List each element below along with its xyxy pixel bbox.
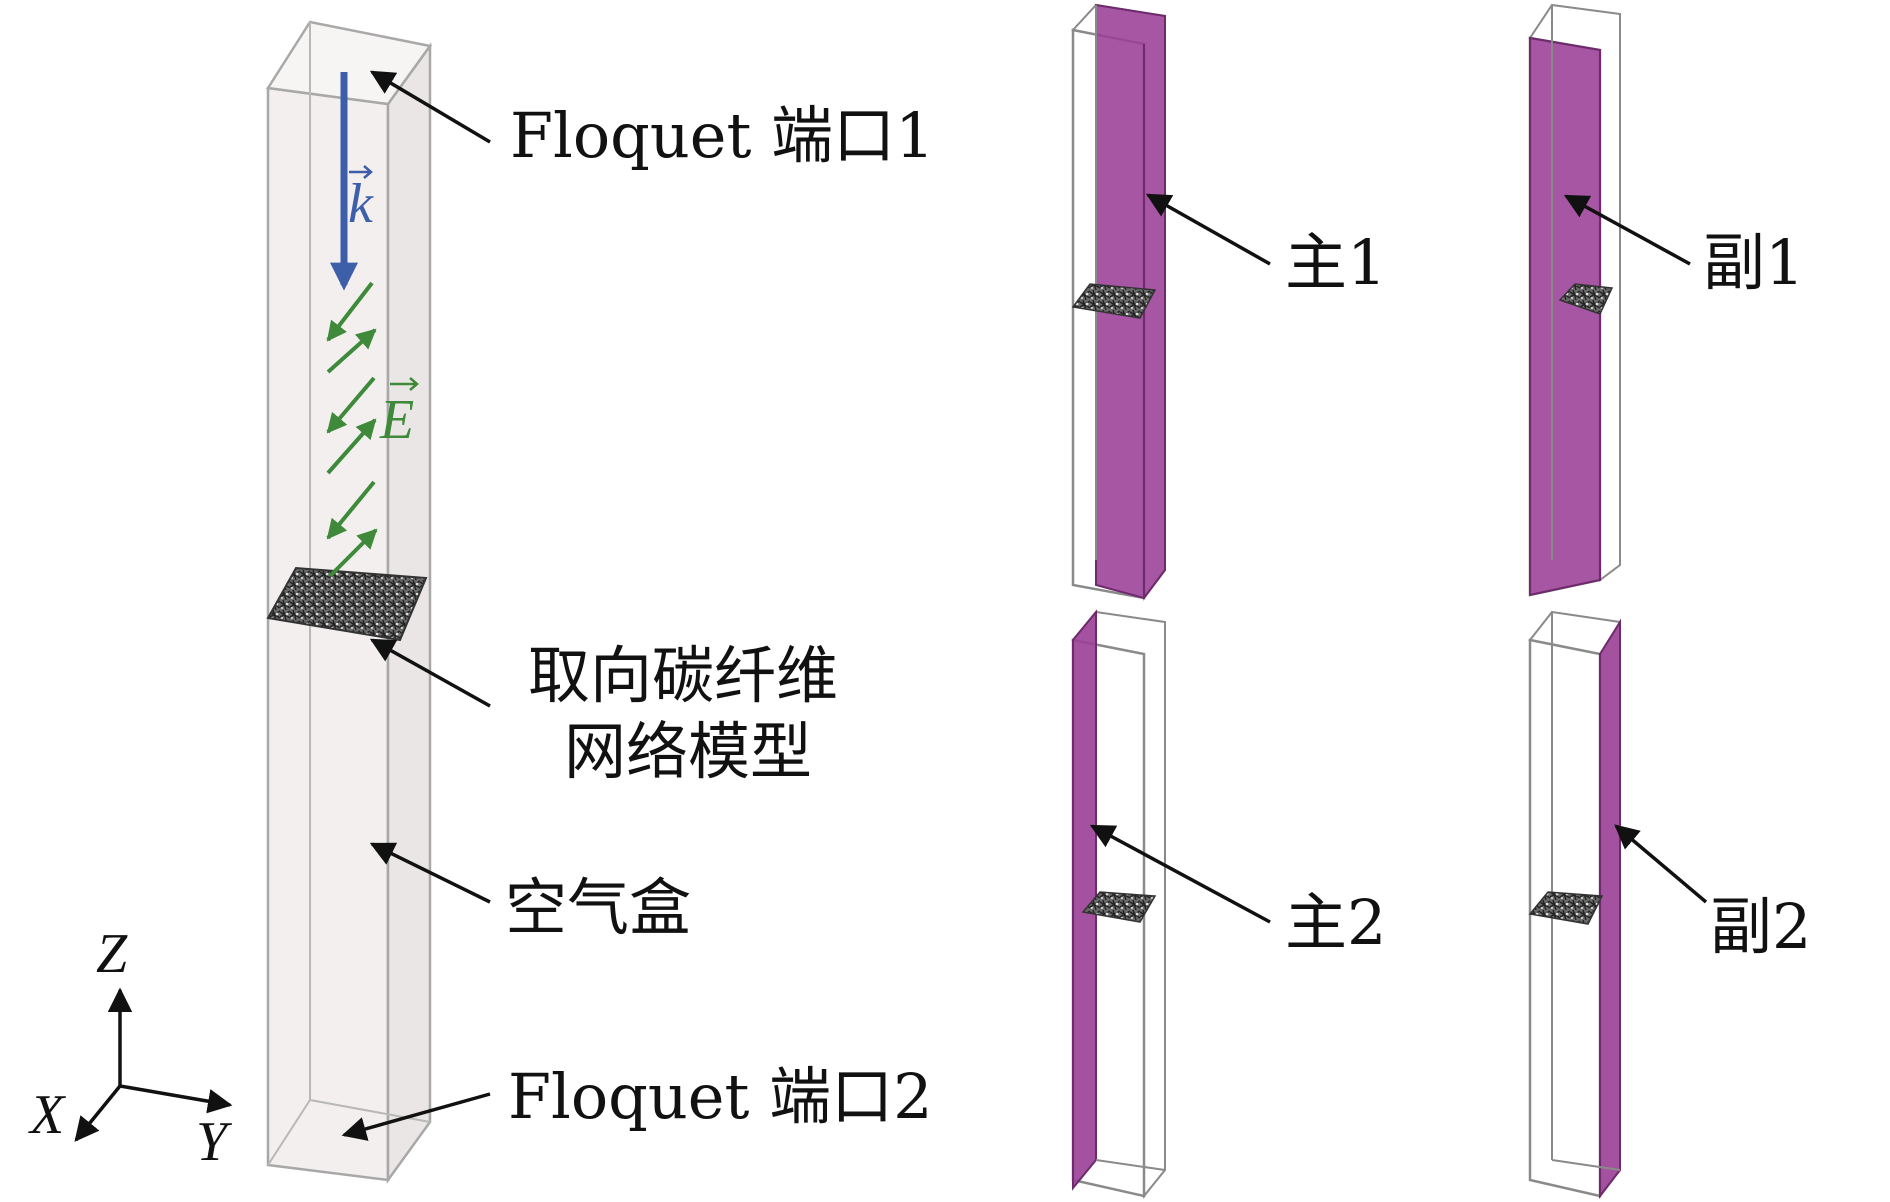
- slave2-mesh: [1528, 891, 1604, 925]
- model-leader: [369, 638, 491, 708]
- master1-leader: [1145, 193, 1271, 266]
- master1-label: 主1: [1285, 226, 1386, 299]
- air-box-leader: [369, 842, 491, 904]
- coordinate-axes: [74, 987, 233, 1142]
- axis-z-label: Z: [96, 923, 128, 985]
- slave1-leader: [1563, 194, 1691, 266]
- port1-leader: [369, 70, 491, 144]
- master1-box: [1071, 3, 1166, 601]
- axis-x-label: X: [28, 1084, 67, 1146]
- master2-mesh: [1081, 891, 1157, 923]
- master2-box: [1071, 609, 1166, 1199]
- model-label-line1: 取向碳纤维: [528, 639, 838, 712]
- air-box-bottom-left-edge: [267, 1099, 311, 1166]
- carbon-fiber-network-mesh: [266, 566, 428, 642]
- port1-label: Floquet 端口1: [510, 99, 935, 172]
- e-field-arrows: [326, 281, 378, 578]
- master2-label: 主2: [1285, 886, 1386, 959]
- slave2-wall: [1599, 618, 1621, 1199]
- model-label-line2: 网络模型: [564, 715, 812, 788]
- slave1-wall: [1529, 36, 1601, 597]
- master2-leader: [1089, 824, 1271, 924]
- port2-leader: [341, 1092, 491, 1141]
- slave2-box: [1528, 610, 1621, 1199]
- air-box-bottom-back-edge: [309, 1099, 431, 1123]
- air-box-label: 空气盒: [505, 871, 691, 944]
- axis-y-label: Y: [196, 1111, 233, 1173]
- slave1-mesh: [1558, 283, 1614, 315]
- slave2-leader: [1614, 824, 1708, 904]
- port2-label: Floquet 端口2: [508, 1060, 933, 1133]
- e-field-symbol: E: [379, 389, 414, 451]
- slave1-label: 副1: [1703, 226, 1804, 299]
- master1-mesh: [1071, 283, 1157, 319]
- slave1-box: [1528, 3, 1621, 597]
- wave-vector-symbol: k: [348, 173, 374, 235]
- air-box-model: k E: [265, 20, 433, 1184]
- slave2-label: 副2: [1710, 890, 1811, 963]
